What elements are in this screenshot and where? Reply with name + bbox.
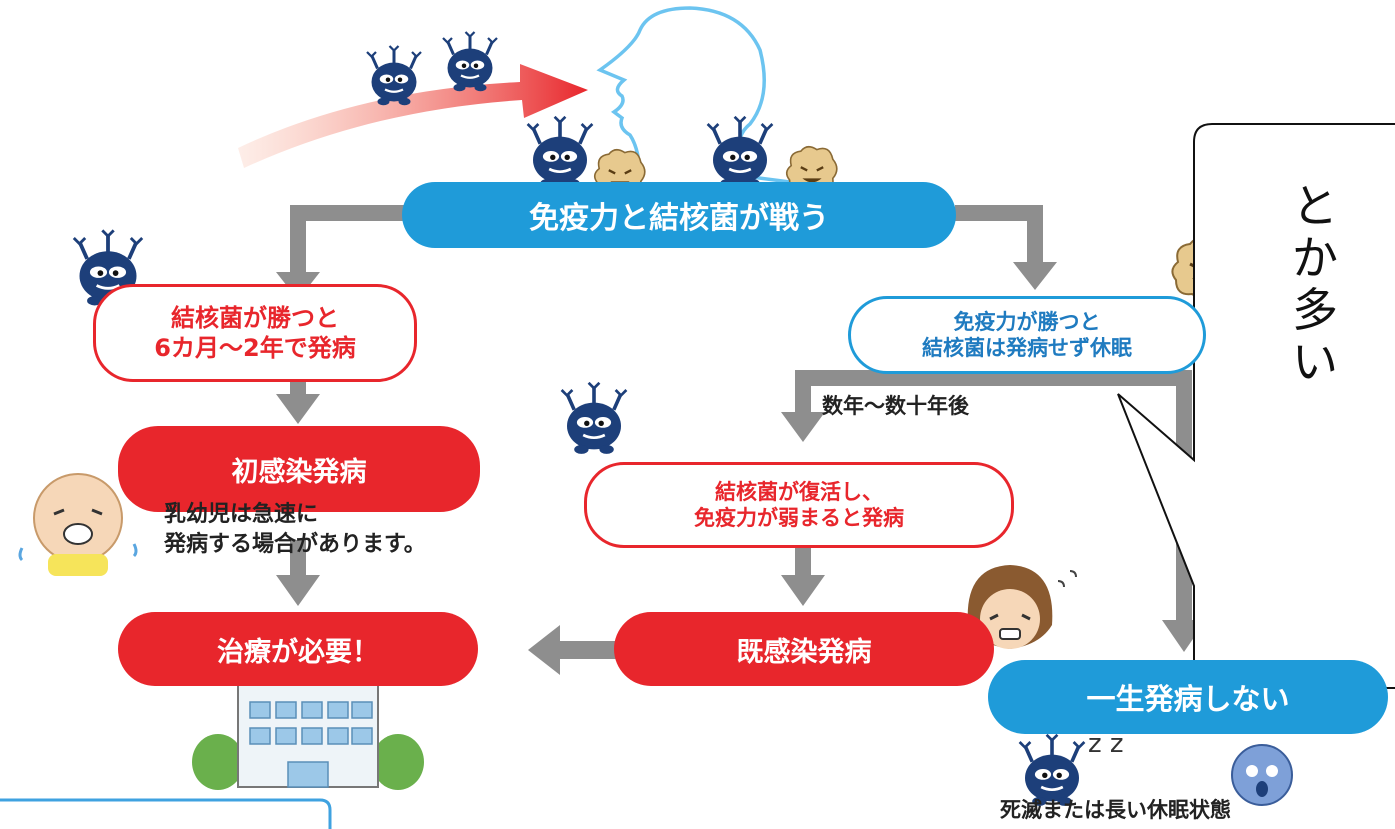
hospital-icon: [192, 663, 424, 790]
sleep-zzz-icon: z z: [1088, 729, 1124, 759]
node-never-onset: 一生発病しない: [988, 660, 1388, 734]
crying-infant-icon: [18, 473, 138, 576]
speech-callout-bubble: [1117, 123, 1395, 689]
node-immunity-wins: 免疫力が勝つと 結核菌は発病せず休眠: [848, 296, 1206, 374]
partial-frame: [0, 798, 332, 829]
human-head-silhouette-icon: [596, 6, 791, 184]
node-immunity-vs-tb: 免疫力と結核菌が戦う: [402, 182, 956, 248]
node-reactivation-onset: 既感染発病: [614, 612, 994, 686]
node-tb-wins: 結核菌が勝つと 6カ月〜2年で発病: [93, 284, 417, 382]
years-later-label: 数年〜数十年後: [822, 394, 969, 418]
infant-note: 乳幼児は急速に 発病する場合があります。: [164, 502, 426, 557]
node-primary-onset: 初感染発病: [118, 426, 480, 512]
infection-arrow: [238, 64, 588, 168]
callout-text: と か 多 い: [1292, 179, 1338, 389]
distressed-woman-icon: [967, 565, 1077, 649]
dormant-note: 死滅または長い休眠状態: [1000, 798, 1231, 822]
node-tb-revives: 結核菌が復活し、 免疫力が弱まると発病: [584, 462, 1014, 548]
node-treatment-required: 治療が必要！: [118, 612, 478, 686]
immune-cell-icon: [593, 145, 1293, 806]
